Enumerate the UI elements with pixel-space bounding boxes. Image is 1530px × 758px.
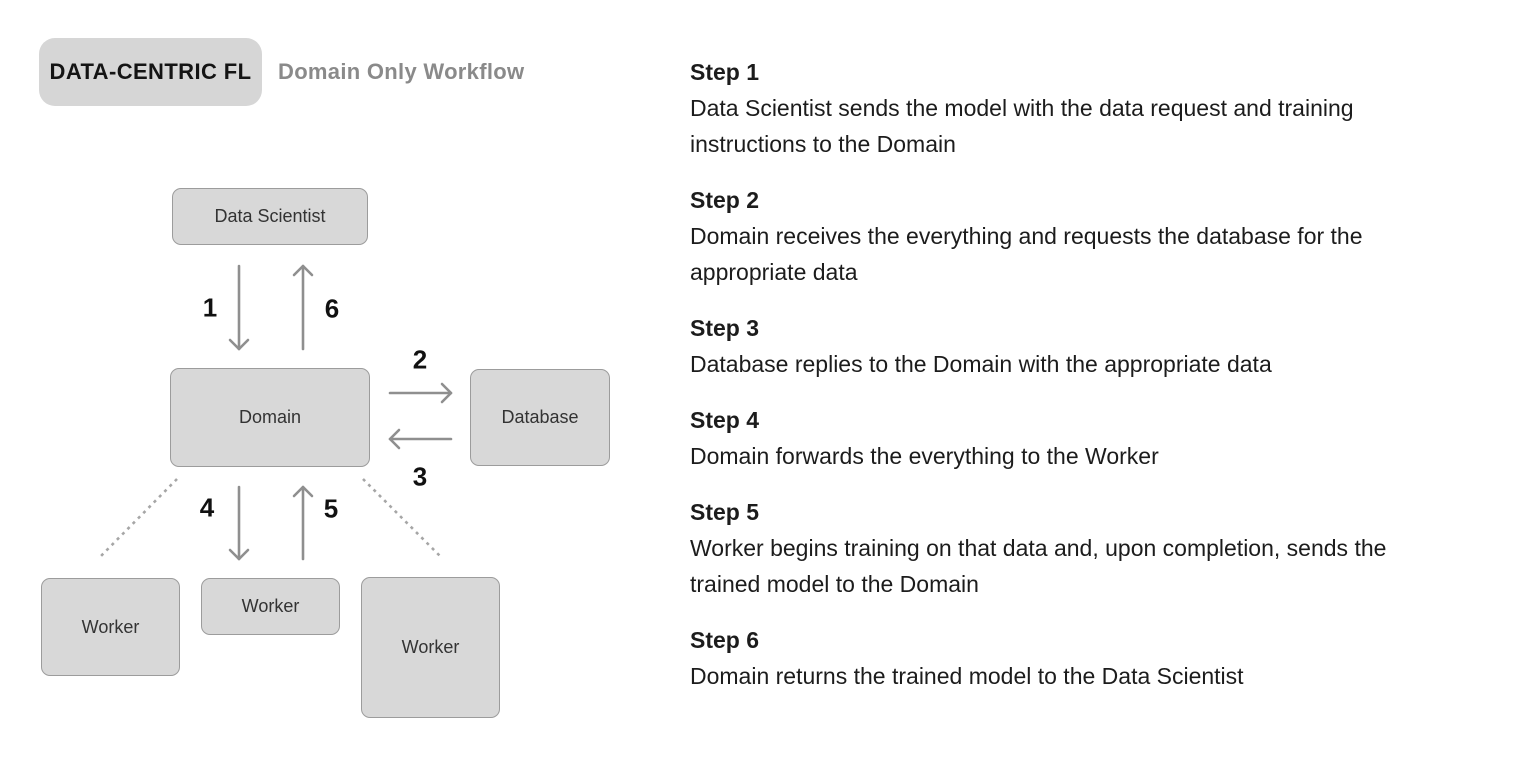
step-5: Step 5 Worker begins training on that da… [690,494,1452,602]
dotted-line-left [99,478,178,558]
node-worker-right: Worker [361,577,500,718]
step-1-description: Data Scientist sends the model with the … [690,95,1354,157]
arrowhead-step-3 [388,428,401,450]
node-worker-middle-label: Worker [241,596,300,616]
step-1: Step 1 Data Scientist sends the model wi… [690,54,1452,162]
node-worker-right-label: Worker [401,637,460,657]
step-4-title: Step 4 [690,407,760,433]
step-4-description: Domain forwards the everything to the Wo… [690,443,1159,469]
node-domain: Domain [170,368,370,467]
arrowhead-step-2 [440,382,453,404]
node-domain-label: Domain [238,407,302,427]
step-2: Step 2 Domain receives the everything an… [690,182,1452,290]
step-5-description: Worker begins training on that data and,… [690,535,1387,597]
arrowhead-step-6 [292,264,314,277]
step-6-description: Domain returns the trained model to the … [690,663,1244,689]
node-worker-middle: Worker [201,578,340,635]
arrow-label-4: 4 [199,492,215,523]
node-worker-left-label: Worker [81,616,140,637]
node-data-scientist: Data Scientist [172,188,368,245]
step-1-title: Step 1 [690,59,760,85]
step-3-title: Step 3 [690,315,760,341]
arrow-label-6: 6 [324,293,340,324]
step-2-description: Domain receives the everything and reque… [690,223,1363,285]
node-data-scientist-label: Data Scientist [214,206,326,226]
step-2-title: Step 2 [690,187,760,213]
arrow-label-5: 5 [323,493,339,524]
dotted-line-right [362,478,442,558]
badge-data-centric-fl: DATA-CENTRIC FL [39,38,262,106]
arrowhead-step-4 [228,548,250,561]
arrow-label-3: 3 [412,461,428,492]
workflow-subtitle: Domain Only Workflow [278,59,525,84]
arrowhead-step-1 [228,338,250,351]
arrow-label-2: 2 [412,344,428,375]
step-6-title: Step 6 [690,627,760,653]
step-3-description: Database replies to the Domain with the … [690,351,1272,377]
node-database: Database [470,369,610,466]
step-6: Step 6 Domain returns the trained model … [690,622,1452,694]
node-worker-left: Worker [41,578,180,676]
workflow-diagram: Data Scientist Domain Database Worker Wo… [0,0,660,758]
steps-panel: Step 1 Data Scientist sends the model wi… [690,54,1452,714]
arrow-label-1: 1 [202,292,218,323]
step-5-title: Step 5 [690,499,760,525]
step-3: Step 3 Database replies to the Domain wi… [690,310,1452,382]
step-4: Step 4 Domain forwards the everything to… [690,402,1452,474]
node-database-label: Database [501,407,579,427]
arrowhead-step-5 [292,485,314,498]
